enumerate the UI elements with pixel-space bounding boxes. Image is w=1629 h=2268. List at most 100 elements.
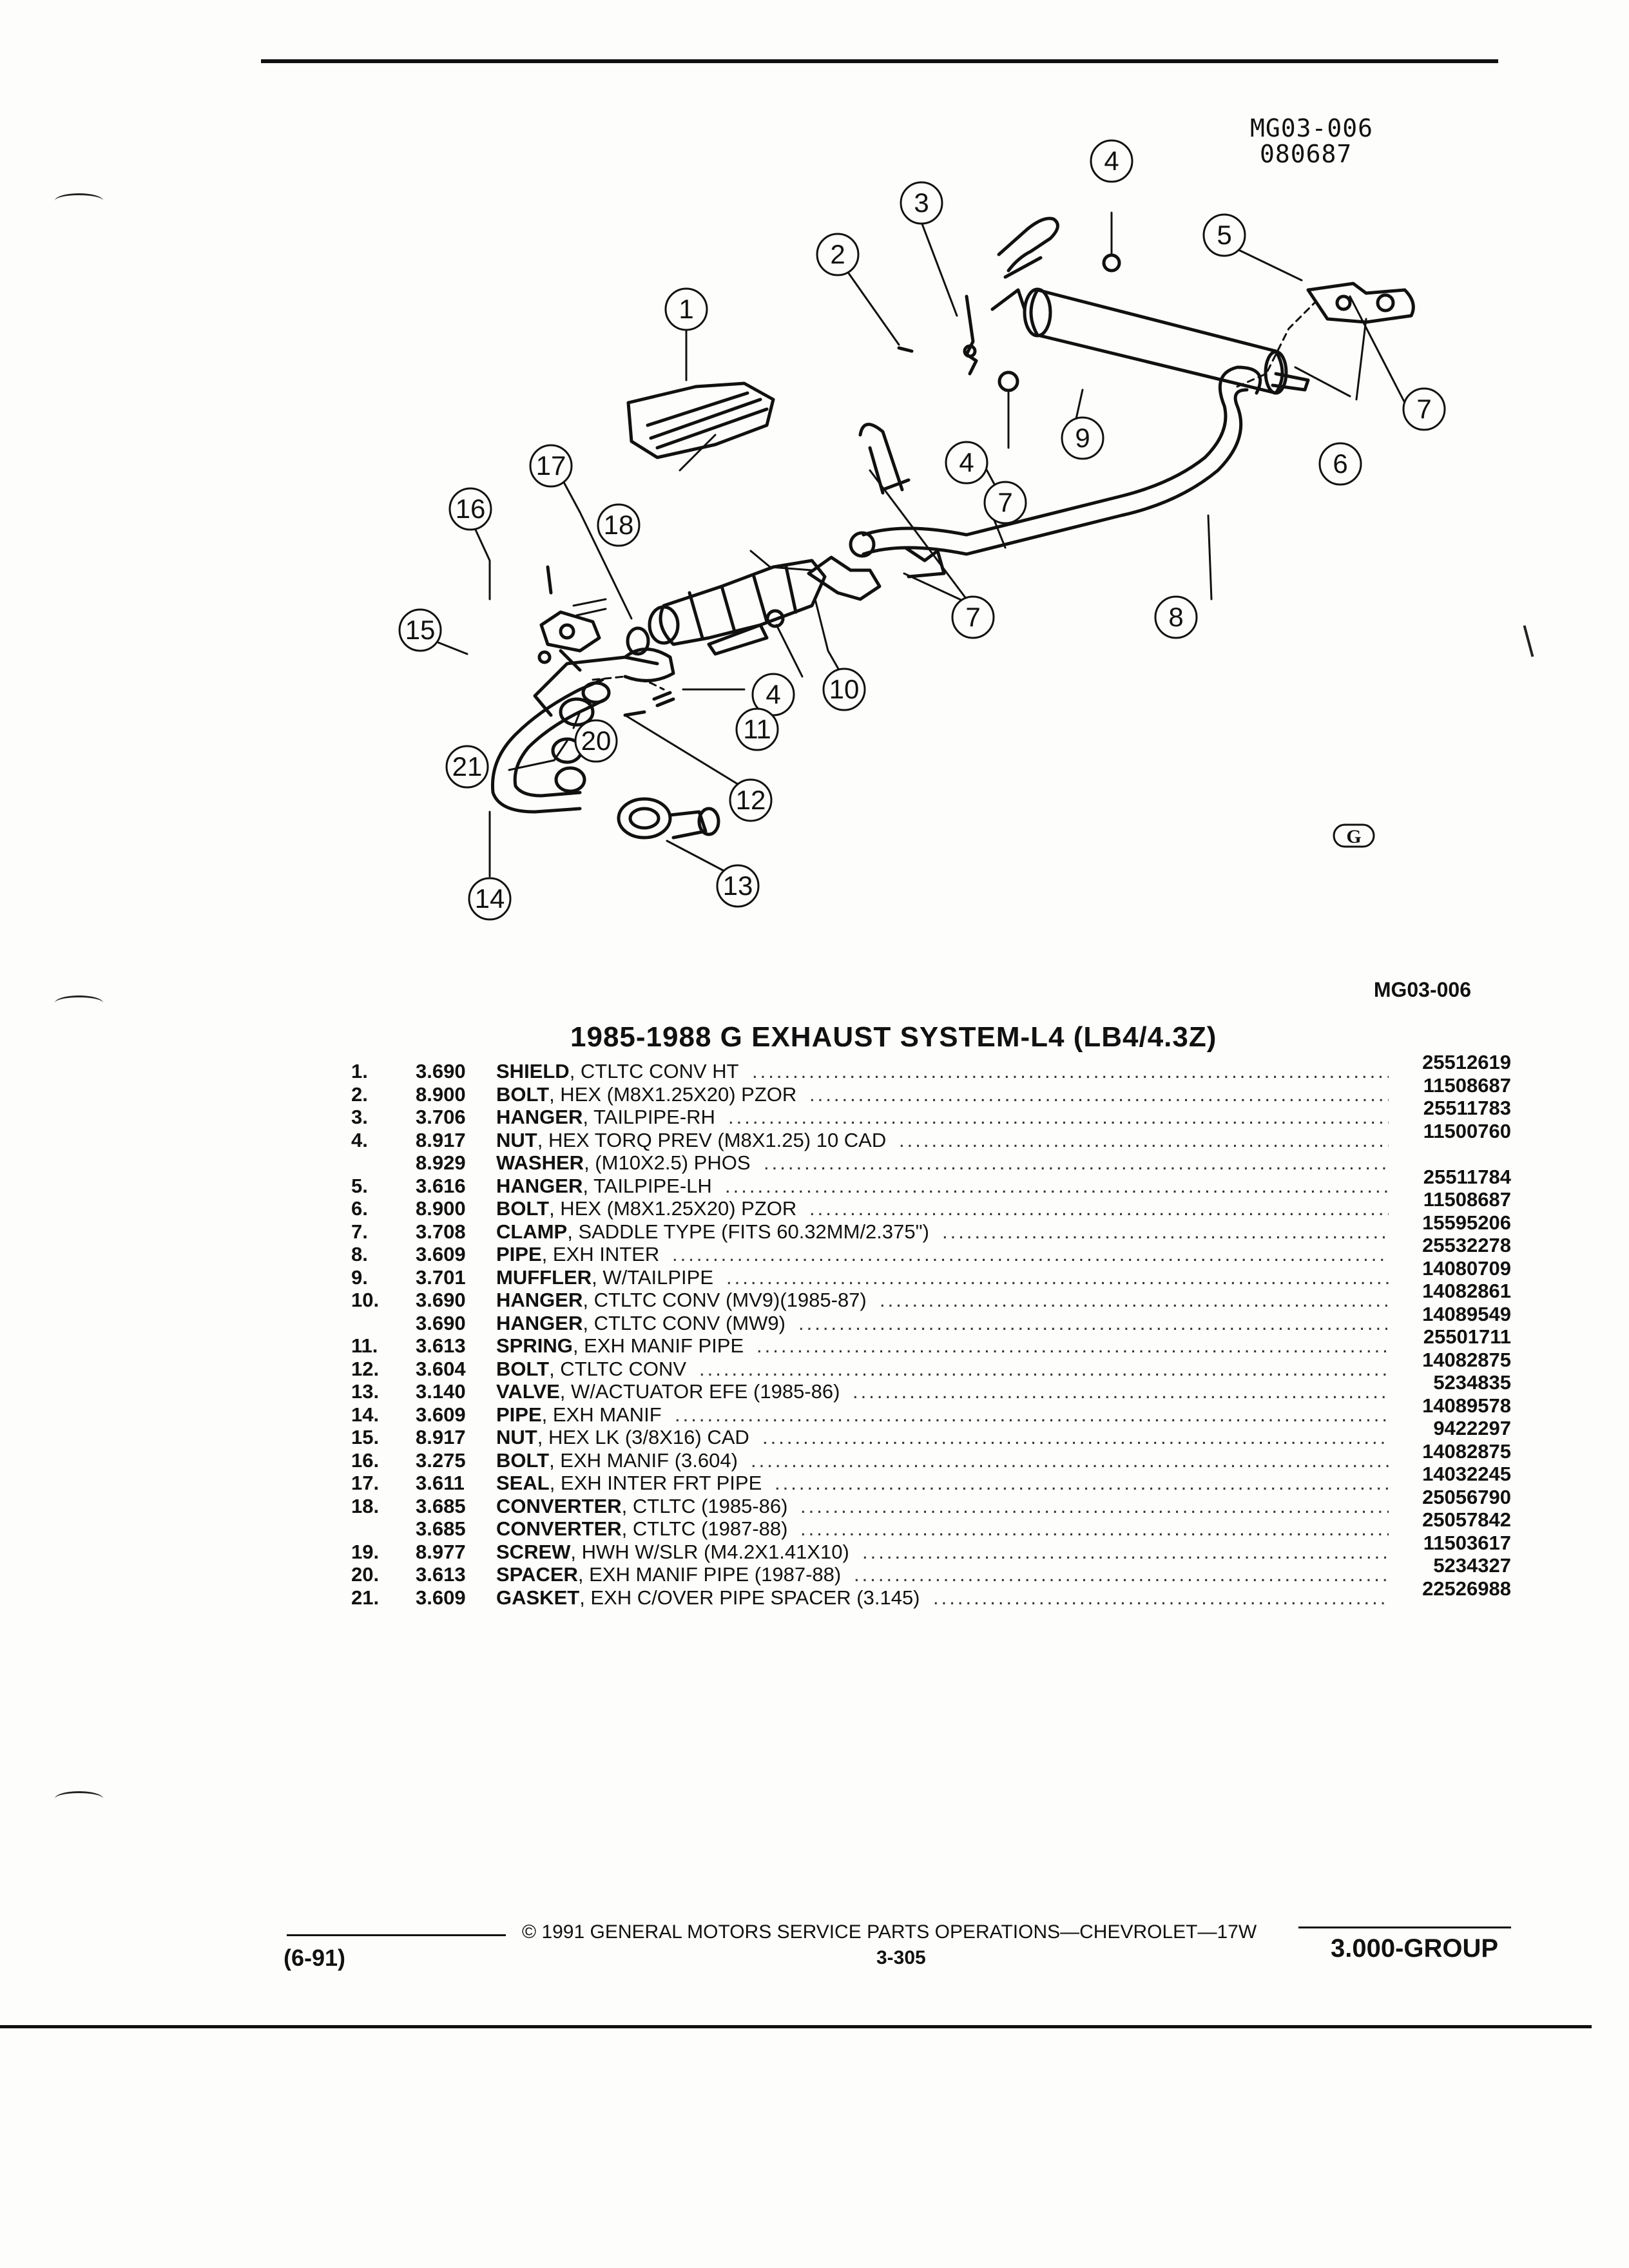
part-name: SCREW — [496, 1540, 571, 1563]
callout-14: 14 — [475, 883, 505, 914]
part-spec: , CTLTC (1985-86) — [621, 1494, 788, 1517]
callout-16: 16 — [456, 494, 486, 524]
efe-valve-drawing — [617, 797, 720, 840]
intermediate-pipe-drawing — [849, 365, 1262, 558]
part-number: 22526988 — [1418, 1577, 1511, 1600]
part-name: PIPE — [496, 1403, 542, 1426]
part-number: 11500760 — [1419, 1119, 1511, 1143]
callout-2: 2 — [830, 239, 845, 269]
part-number: 5234835 — [1429, 1371, 1511, 1394]
part-item-number: 14. — [351, 1403, 380, 1426]
part-number: 14082861 — [1418, 1280, 1511, 1303]
part-item-number: 15. — [351, 1426, 380, 1448]
part-spec: , CTLTC CONV (MW9) — [583, 1311, 786, 1334]
part-item-number: 19. — [351, 1540, 380, 1563]
part-spec: , HEX LK (3/8X16) CAD — [537, 1426, 749, 1448]
leader-dots: ........................................… — [800, 1517, 1389, 1540]
callout-17: 17 — [536, 450, 566, 481]
muffler-drawing — [990, 216, 1310, 395]
part-spec: , (M10X2.5) PHOS — [584, 1151, 751, 1174]
part-name: WASHER — [496, 1151, 584, 1174]
part-name: HANGER — [496, 1289, 583, 1311]
callout-8: 8 — [1168, 602, 1183, 632]
part-description: HANGER, TAILPIPE-LH — [496, 1175, 712, 1198]
part-description: SCREW, HWH W/SLR (M4.2X1.41X10) — [496, 1541, 849, 1564]
leader-dots: ........................................… — [757, 1334, 1389, 1357]
part-name: GASKET — [496, 1586, 580, 1609]
part-item-number: 5. — [351, 1174, 368, 1197]
part-group-number: 3.609 — [416, 1243, 466, 1265]
part-description: HANGER, CTLTC CONV (MW9) — [496, 1312, 786, 1335]
part-description: BOLT, HEX (M8X1.25X20) PZOR — [496, 1083, 796, 1106]
part-group-number: 3.701 — [416, 1265, 466, 1289]
leader-dots: ........................................… — [751, 1448, 1389, 1472]
part-number: 14082875 — [1418, 1439, 1511, 1463]
leader-dots: ........................................… — [800, 1494, 1389, 1517]
part-row: 14. 3.609 PIPE, EXH MANIF.................… — [351, 1394, 1511, 1427]
part-item-number: 17. — [351, 1472, 380, 1494]
part-name: HANGER — [496, 1311, 583, 1334]
part-item-number: 12. — [351, 1357, 380, 1380]
part-item-number: 18. — [351, 1494, 380, 1517]
part-number: 14082875 — [1418, 1348, 1511, 1372]
part-description: HANGER, CTLTC CONV (MV9)(1985-87) — [496, 1289, 867, 1312]
callout-1: 1 — [679, 294, 693, 324]
footer-date: (6-91) — [284, 1945, 346, 1971]
part-item-number: 10. — [351, 1289, 380, 1311]
part-spec: , HEX TORQ PREV (M8X1.25) 10 CAD — [537, 1128, 887, 1151]
part-spec: , CTLTC CONV (MV9)(1985-87) — [583, 1289, 867, 1311]
part-spec: , EXH MANIF — [541, 1403, 662, 1426]
part-description: VALVE, W/ACTUATOR EFE (1985-86) — [496, 1380, 840, 1403]
part-item-number: 11. — [351, 1334, 378, 1357]
part-group-number: 3.685 — [416, 1517, 466, 1540]
leader-dots: ........................................… — [675, 1403, 1389, 1426]
part-spec: , EXH MANIF PIPE (1987-88) — [577, 1563, 842, 1586]
footer-rule-right — [1298, 1927, 1511, 1928]
part-group-number: 3.609 — [416, 1403, 466, 1426]
part-group-number: 8.977 — [416, 1540, 466, 1563]
part-name: BOLT — [496, 1448, 550, 1472]
callout-4: 4 — [959, 447, 974, 477]
part-spec: , EXH INTER FRT PIPE — [549, 1472, 762, 1494]
part-description: BOLT, EXH MANIF (3.604) — [496, 1449, 738, 1472]
hanger-lh-drawing — [1306, 282, 1415, 324]
part-description: PIPE, EXH MANIF — [496, 1403, 662, 1427]
catalytic-converter-drawing — [648, 559, 827, 656]
part-name: BOLT — [496, 1197, 550, 1220]
heat-shield-drawing — [626, 381, 775, 459]
part-description: PIPE, EXH INTER — [496, 1243, 659, 1266]
part-group-number: 3.690 — [416, 1060, 466, 1082]
leader-dots: ........................................… — [854, 1563, 1389, 1586]
part-item-number: 4. — [351, 1128, 368, 1151]
leader-dots: ........................................… — [899, 1128, 1389, 1151]
part-group-number: 3.706 — [416, 1106, 466, 1128]
part-item-number: 9. — [351, 1265, 368, 1289]
part-group-number: 3.616 — [416, 1174, 466, 1197]
part-item-number: 13. — [351, 1380, 380, 1403]
part-group-number: 3.708 — [416, 1220, 466, 1243]
leader-dots: ........................................… — [699, 1357, 1389, 1380]
part-group-number: 3.604 — [416, 1357, 466, 1380]
part-spec: , TAILPIPE-RH — [583, 1106, 715, 1128]
leader-dots: ........................................… — [798, 1311, 1389, 1334]
callout-7: 7 — [1416, 394, 1431, 424]
leader-dots: ........................................… — [764, 1151, 1389, 1174]
part-item-number: 20. — [351, 1563, 380, 1586]
leader-dots: ........................................… — [880, 1289, 1389, 1311]
callout-10: 10 — [829, 674, 860, 704]
part-name: SEAL — [496, 1472, 550, 1494]
